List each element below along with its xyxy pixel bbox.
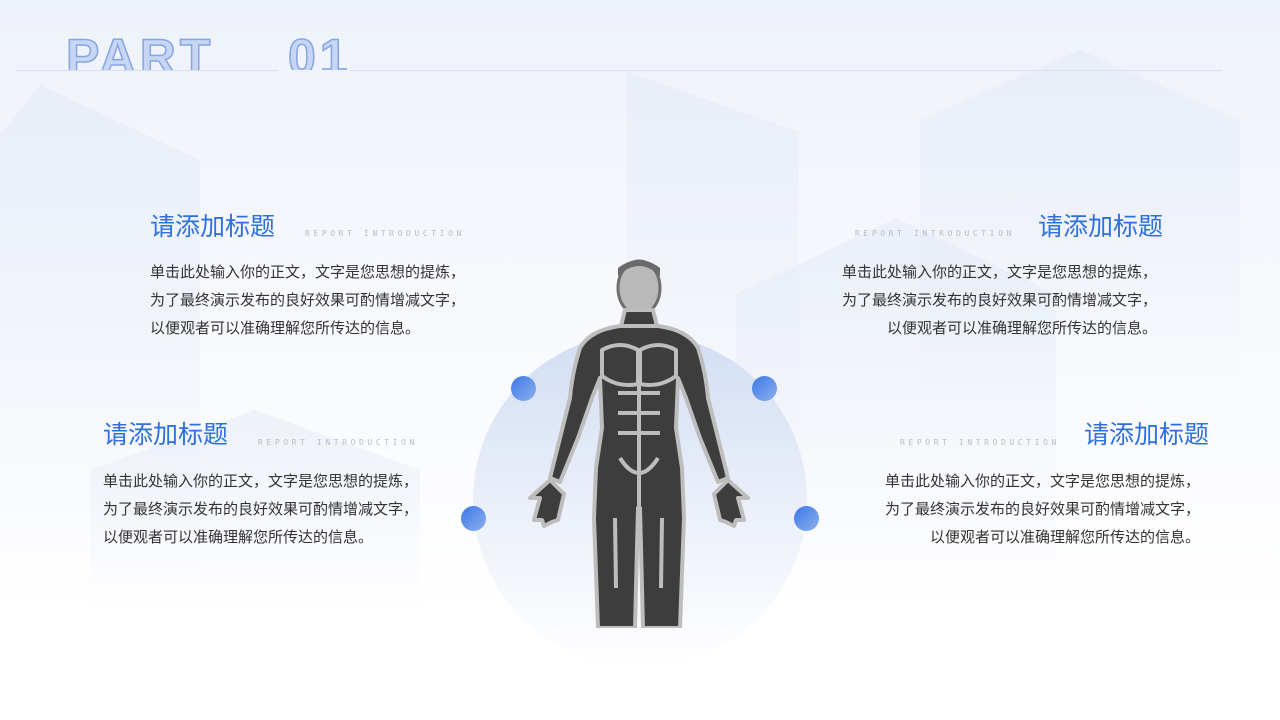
body-line: 为了最终演示发布的良好效果可酌情增减文字， — [150, 291, 466, 309]
body-line: 以便观者可以准确理解您所传达的信息。 — [886, 319, 1157, 337]
bg-building — [920, 50, 1240, 400]
marker-dot — [511, 376, 536, 401]
body-line: 单击此处输入你的正文，文字是您思想的提炼， — [884, 472, 1200, 490]
body-line: 以便观者可以准确理解您所传达的信息。 — [929, 528, 1200, 546]
part-number: 01 — [288, 28, 352, 70]
body-line: 以便观者可以准确理解您所传达的信息。 — [103, 528, 374, 546]
block-title: 请添加标题 — [1037, 212, 1163, 241]
block-title: 请添加标题 — [103, 420, 229, 449]
block-subtitle: REPORT INTRODUCTION — [900, 438, 1060, 447]
block-body: 单击此处输入你的正文，文字是您思想的提炼， 为了最终演示发布的良好效果可酌情增减… — [885, 467, 1200, 551]
marker-dot — [794, 506, 819, 531]
block-title: 请添加标题 — [150, 212, 276, 241]
header-divider — [350, 70, 1222, 71]
body-line: 单击此处输入你的正文，文字是您思想的提炼， — [150, 263, 466, 281]
part-label: PART — [66, 28, 215, 70]
block-subtitle: REPORT INTRODUCTION — [855, 229, 1015, 238]
body-line: 以便观者可以准确理解您所传达的信息。 — [150, 319, 421, 337]
block-body: 单击此处输入你的正文，文字是您思想的提炼， 为了最终演示发布的良好效果可酌情增减… — [150, 258, 465, 342]
body-line: 为了最终演示发布的良好效果可酌情增减文字， — [841, 291, 1157, 309]
block-body: 单击此处输入你的正文，文字是您思想的提炼， 为了最终演示发布的良好效果可酌情增减… — [842, 258, 1157, 342]
body-line: 单击此处输入你的正文，文字是您思想的提炼， — [841, 263, 1157, 281]
marker-dot — [752, 376, 777, 401]
body-line: 为了最终演示发布的良好效果可酌情增减文字， — [884, 500, 1200, 518]
marker-dot — [461, 506, 486, 531]
header-divider — [16, 70, 278, 71]
body-line: 单击此处输入你的正文，文字是您思想的提炼， — [103, 472, 419, 490]
human-muscle-figure-icon — [528, 259, 750, 628]
body-line: 为了最终演示发布的良好效果可酌情增减文字， — [103, 500, 419, 518]
block-body: 单击此处输入你的正文，文字是您思想的提炼， 为了最终演示发布的良好效果可酌情增减… — [103, 467, 418, 551]
block-subtitle: REPORT INTRODUCTION — [305, 229, 465, 238]
block-title: 请添加标题 — [1083, 420, 1209, 449]
block-subtitle: REPORT INTRODUCTION — [258, 438, 418, 447]
